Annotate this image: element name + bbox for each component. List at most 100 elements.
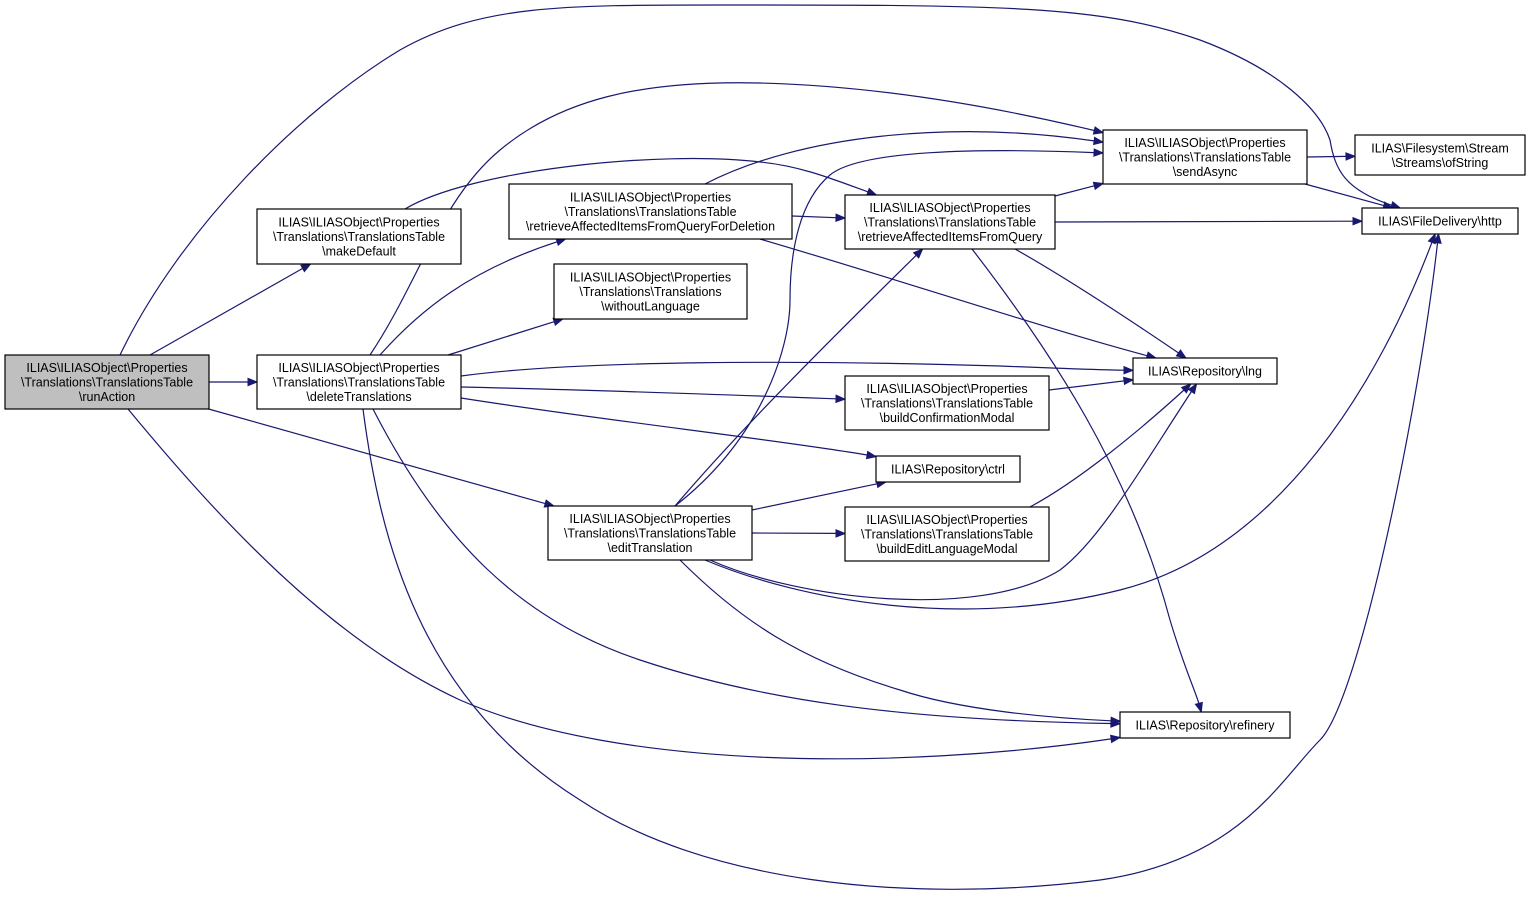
node-box: [256, 354, 462, 410]
arrowhead: [1345, 152, 1357, 161]
node-label-line: \Streams\ofString: [1392, 156, 1489, 170]
arrowhead: [835, 394, 847, 404]
nodes-layer: ILIAS\ILIASObject\Properties\Translation…: [4, 129, 1526, 739]
edge-line: [119, 4, 1392, 356]
node-lng[interactable]: ILIAS\Repository\lng: [1132, 357, 1278, 385]
edge-line: [460, 386, 837, 400]
node-label-line: \deleteTranslations: [306, 390, 411, 404]
edge-editTranslation-to-retrieveFromQuery: [674, 248, 924, 507]
node-box: [844, 506, 1050, 562]
edge-line: [379, 241, 558, 356]
edge-makeDefault-to-retrieveFromQuery: [404, 157, 878, 210]
node-label-line: ILIAS\ILIASObject\Properties: [26, 361, 187, 375]
node-sendAsync[interactable]: ILIAS\ILIASObject\Properties\Translation…: [1102, 129, 1308, 185]
node-label-line: ILIAS\ILIASObject\Properties: [869, 201, 1030, 215]
node-label-line: \retrieveAffectedItemsFromQueryForDeleti…: [526, 220, 775, 234]
node-box: [1361, 207, 1519, 235]
node-label-line: ILIAS\ILIASObject\Properties: [570, 191, 731, 205]
node-label-line: ILIAS\ILIASObject\Properties: [278, 361, 439, 375]
node-label-line: \Translations\TranslationsTable: [564, 527, 736, 541]
node-label-line: ILIAS\FileDelivery\http: [1378, 215, 1502, 229]
edge-retrieveFromQuery-to-sendAsync: [1054, 181, 1105, 197]
edge-retrieveForDeletion-to-retrieveFromQuery: [791, 213, 847, 223]
edge-line: [759, 238, 1148, 357]
node-ctrl[interactable]: ILIAS\Repository\ctrl: [875, 455, 1021, 483]
node-label-line: \makeDefault: [322, 245, 396, 259]
arrowhead: [1187, 382, 1198, 395]
edge-line: [971, 248, 1200, 704]
node-runAction[interactable]: ILIAS\ILIASObject\Properties\Translation…: [4, 354, 210, 410]
edge-deleteTranslations-to-http: [362, 232, 1442, 890]
edge-editTranslation-to-ctrl: [751, 479, 888, 511]
node-retrieveFromQuery[interactable]: ILIAS\ILIASObject\Properties\Translation…: [844, 194, 1056, 250]
arrowhead: [1427, 232, 1436, 245]
node-box: [875, 455, 1021, 483]
arrowhead: [1092, 181, 1105, 191]
edge-line: [704, 131, 1095, 185]
arrowhead: [912, 248, 924, 259]
arrowhead: [1093, 148, 1105, 157]
edge-editTranslation-to-buildEditLanguageModal: [751, 529, 847, 538]
node-makeDefault[interactable]: ILIAS\ILIASObject\Properties\Translation…: [256, 208, 462, 265]
edge-runAction-to-deleteTranslations: [209, 377, 259, 387]
node-buildConfirmationModal[interactable]: ILIAS\ILIASObject\Properties\Translation…: [844, 375, 1050, 431]
node-withoutLanguage[interactable]: ILIAS\ILIASObject\Properties\Translation…: [553, 263, 748, 320]
edge-editTranslation-to-lng: [709, 382, 1198, 601]
arrowhead: [1123, 365, 1135, 375]
arrowhead: [835, 213, 847, 223]
node-label-line: ILIAS\Repository\ctrl: [891, 463, 1005, 477]
arrowhead: [865, 450, 878, 460]
node-label-line: \editTranslation: [608, 541, 693, 555]
node-retrieveForDeletion[interactable]: ILIAS\ILIASObject\Properties\Translation…: [508, 183, 793, 240]
node-box: [553, 263, 748, 320]
edge-retrieveForDeletion-to-sendAsync: [704, 131, 1105, 185]
node-editTranslation[interactable]: ILIAS\ILIASObject\Properties\Translation…: [547, 505, 753, 561]
arrowhead: [1093, 136, 1105, 146]
node-label-line: ILIAS\Repository\lng: [1148, 365, 1262, 379]
edge-line: [149, 267, 303, 356]
node-ofString[interactable]: ILIAS\Filesystem\Stream\Streams\ofString: [1354, 134, 1526, 176]
edge-line: [674, 254, 917, 507]
node-box: [1102, 129, 1308, 185]
edge-deleteTranslations-to-ctrl: [460, 397, 878, 460]
edge-buildConfirmationModal-to-lng: [1048, 376, 1135, 391]
arrowhead: [1092, 126, 1105, 135]
node-box: [4, 354, 210, 410]
edge-line: [1304, 183, 1385, 207]
node-label-line: ILIAS\Filesystem\Stream: [1371, 141, 1509, 155]
edge-line: [679, 559, 1112, 722]
arrowhead: [1175, 349, 1188, 359]
node-box: [547, 505, 753, 561]
edge-editTranslation-to-refinery: [679, 559, 1122, 726]
arrowhead: [1110, 716, 1122, 726]
node-label-line: \Translations\TranslationsTable: [864, 216, 1036, 230]
node-box: [1119, 711, 1291, 739]
edge-line: [1306, 155, 1347, 158]
edge-runAction-to-refinery: [127, 408, 1122, 760]
edge-line: [704, 242, 1433, 610]
arrowhead: [1123, 376, 1135, 386]
arrowhead: [835, 529, 847, 538]
edge-line: [1029, 389, 1185, 508]
node-label-line: \Translations\Translations: [579, 285, 721, 299]
node-label-line: \sendAsync: [1173, 165, 1238, 179]
arrowhead: [1352, 216, 1364, 226]
node-refinery[interactable]: ILIAS\Repository\refinery: [1119, 711, 1291, 739]
node-label-line: \Translations\TranslationsTable: [273, 376, 445, 390]
arrowhead: [1110, 734, 1122, 744]
edge-line: [447, 321, 555, 356]
edge-line: [791, 215, 837, 219]
node-buildEditLanguageModal[interactable]: ILIAS\ILIASObject\Properties\Translation…: [844, 506, 1050, 562]
node-label-line: \buildConfirmationModal: [880, 411, 1015, 425]
edge-retrieveFromQuery-to-http: [1054, 216, 1364, 226]
edge-line: [1048, 380, 1125, 391]
node-deleteTranslations[interactable]: ILIAS\ILIASObject\Properties\Translation…: [256, 354, 462, 410]
arrowhead: [300, 263, 312, 273]
node-label-line: \runAction: [79, 390, 135, 404]
edge-line: [751, 483, 878, 511]
node-http[interactable]: ILIAS\FileDelivery\http: [1361, 207, 1519, 235]
edge-line: [204, 407, 546, 505]
edge-line: [127, 408, 1112, 760]
node-label-line: ILIAS\ILIASObject\Properties: [866, 382, 1027, 396]
